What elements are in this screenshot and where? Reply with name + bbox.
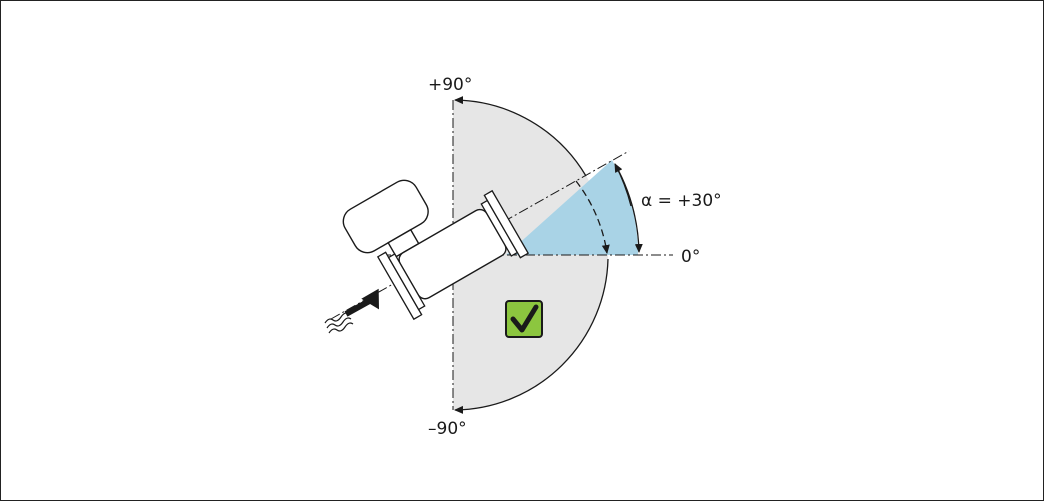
right-flange <box>483 189 530 259</box>
left-flange-inner <box>387 253 426 311</box>
range-arc-lower <box>454 258 609 414</box>
checkmark-icon <box>505 300 543 338</box>
label-zero: 0° <box>681 247 700 267</box>
flow-direction-icon <box>324 288 379 334</box>
label-plus-90: +90° <box>428 75 472 95</box>
alpha-angle-arc-tail <box>614 163 632 207</box>
alpha-arc-dashed <box>575 180 610 254</box>
label-minus-90: –90° <box>428 419 467 439</box>
range-arc-upper <box>454 96 587 177</box>
alpha-sector <box>506 160 639 255</box>
flowmeter-device <box>342 179 530 321</box>
label-alpha: α = +30° <box>641 191 722 211</box>
